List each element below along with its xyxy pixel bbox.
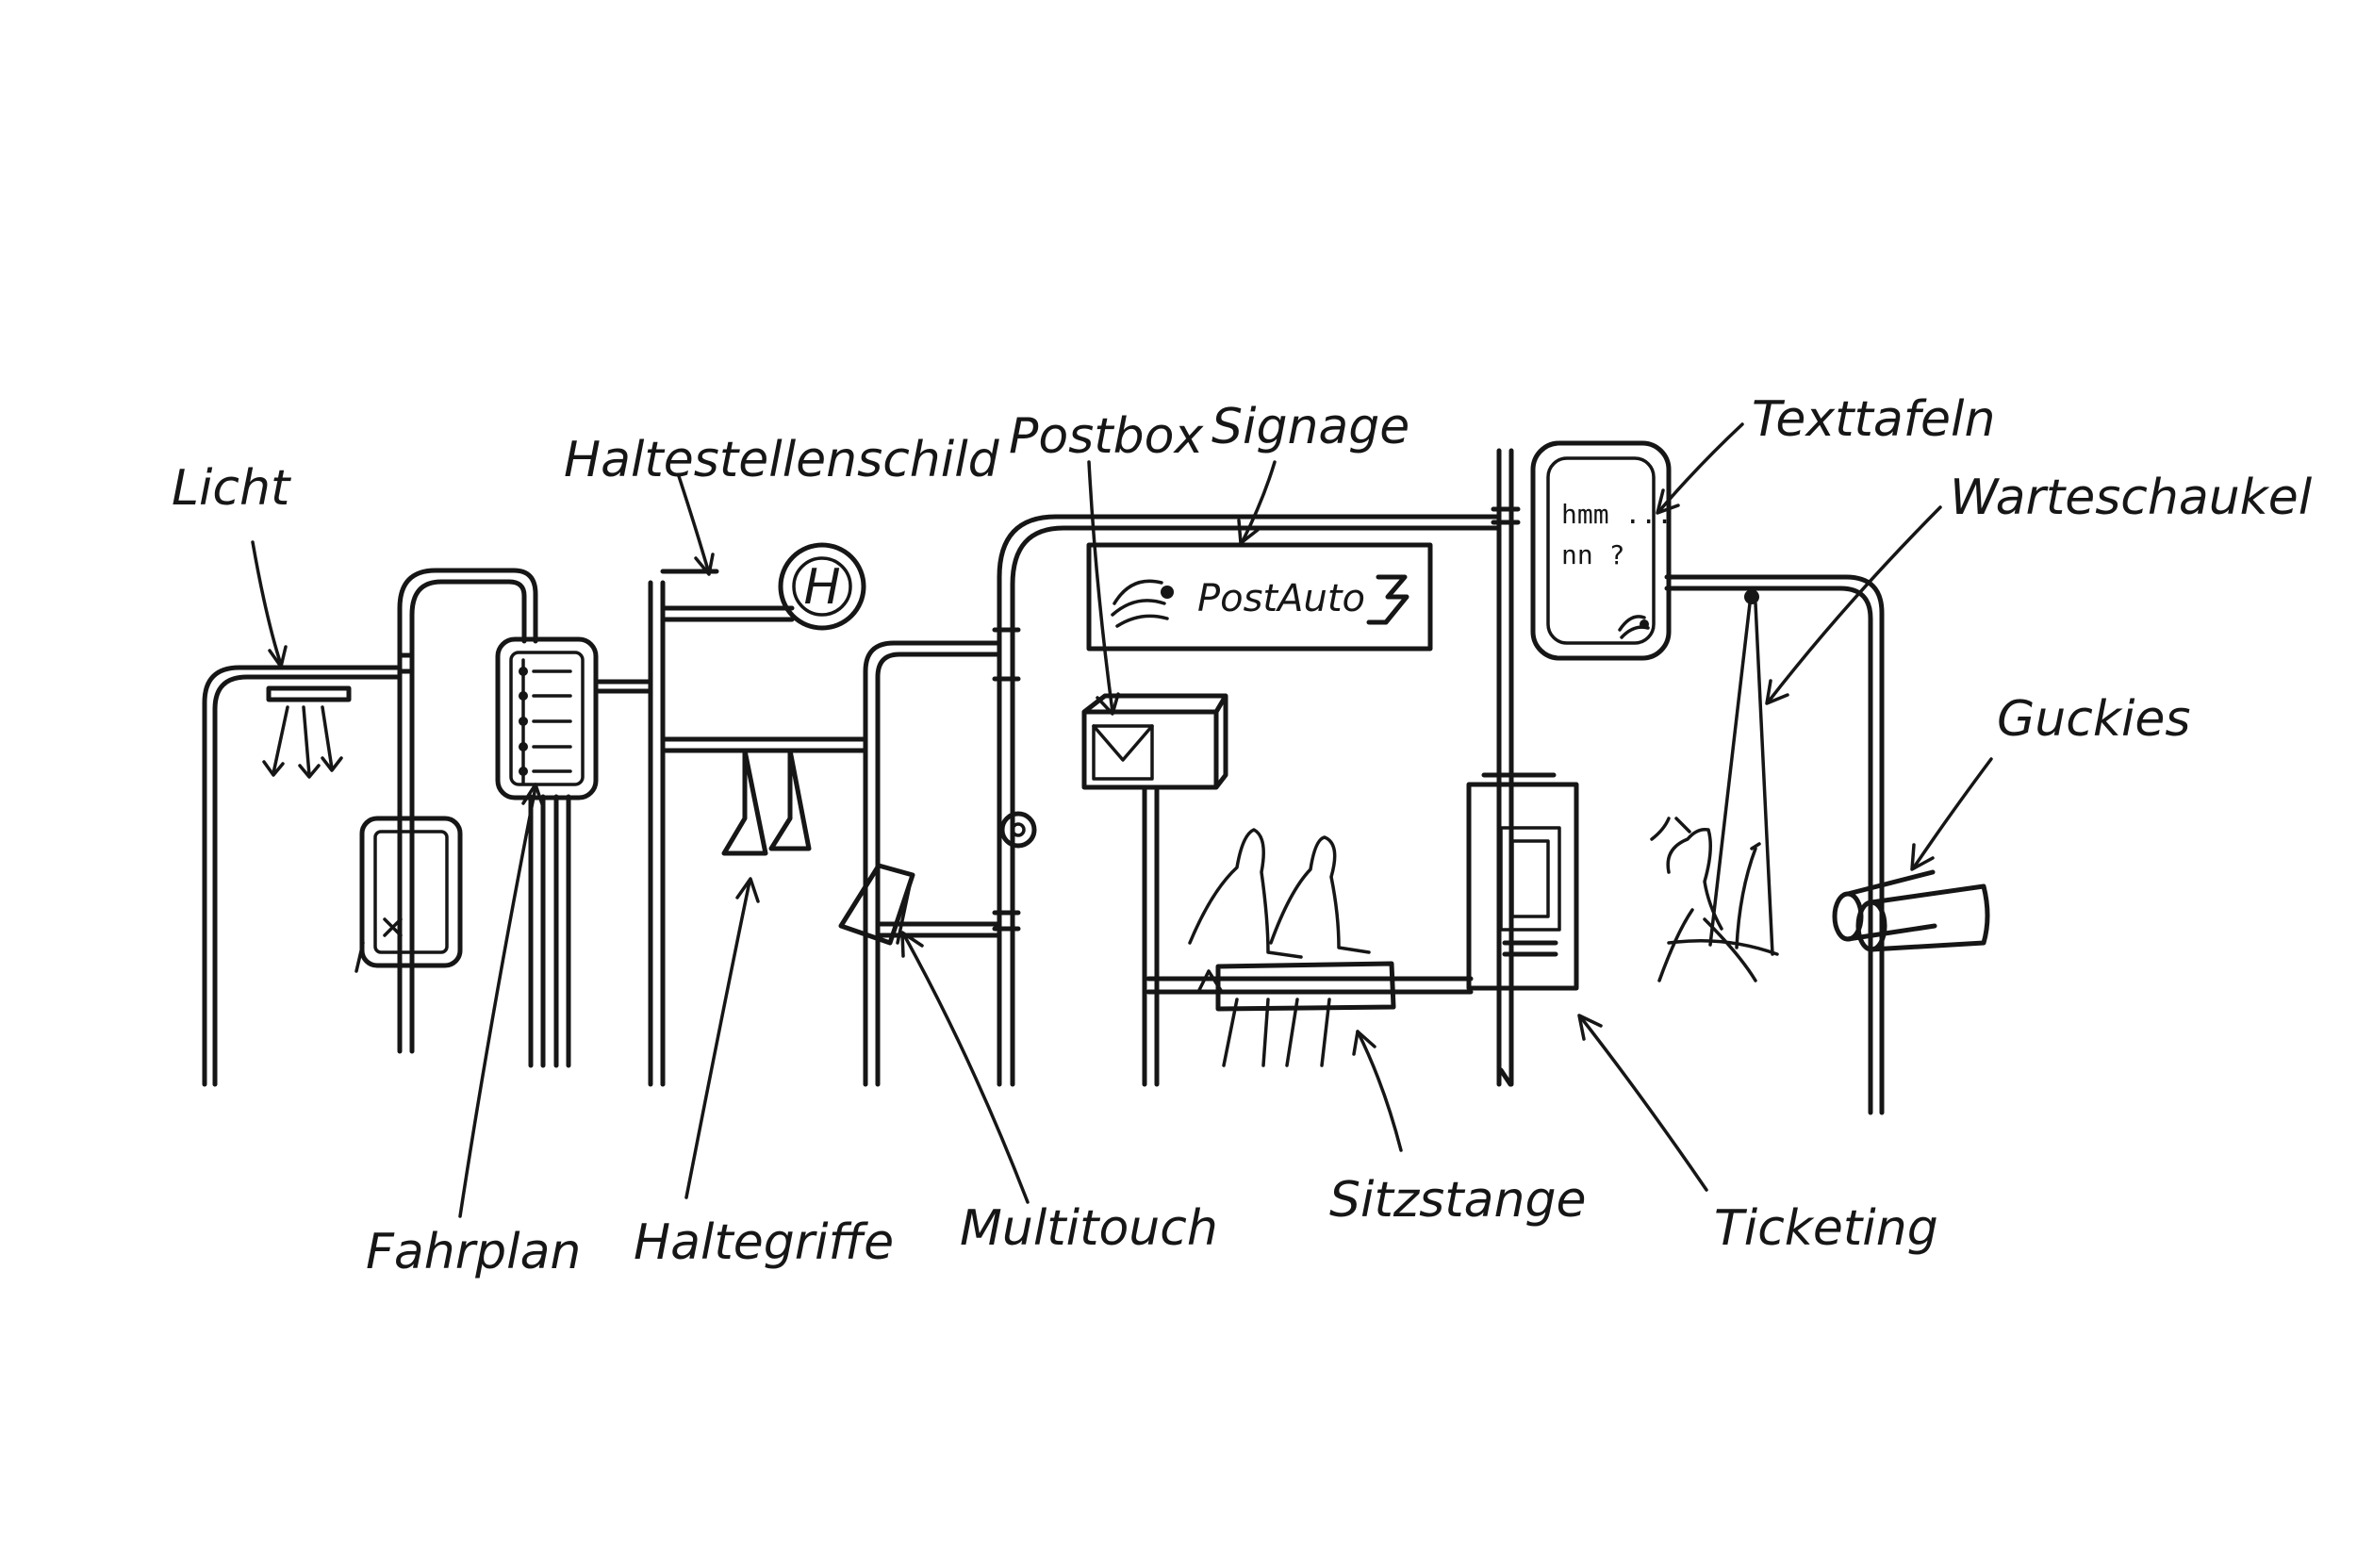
label-ticketing: Ticketing [1714, 1200, 1938, 1257]
label-haltestellenschild: Haltestellenschild [564, 432, 1000, 488]
leader-fahrplan [458, 785, 537, 1218]
label-warteschaukel: Warteschaukel [1950, 470, 2313, 526]
label-guckies: Guckies [1997, 691, 2191, 748]
label-fahrplan: Fahrplan [366, 1224, 581, 1280]
hand-grips [721, 748, 812, 856]
text-panel-screen: hmm ... nn ? [1530, 440, 1673, 661]
callout-labels: Licht Haltestellenschild Postbox Signage… [172, 391, 2313, 1280]
ticketing-machine [1466, 772, 1579, 991]
multitouch-tablet [838, 863, 915, 946]
waiting-swing [1650, 589, 1779, 982]
leader-licht [251, 540, 283, 667]
leader-postbox [1087, 460, 1114, 714]
structure-frame [202, 448, 1885, 1115]
label-postbox: Postbox [1009, 408, 1204, 465]
callout-leaders [251, 422, 1993, 1218]
label-sitzstange: Sitzstange [1329, 1172, 1586, 1229]
leader-texttafeln [1657, 422, 1744, 513]
label-texttafeln: Texttafeln [1752, 391, 1995, 448]
wall-button [999, 811, 1037, 849]
bus-stop-sign: H [778, 542, 866, 631]
leader-multitouch [901, 932, 1030, 1204]
text-panel-line-1: hmm ... [1561, 499, 1673, 530]
signage-panel: PostAuto [1086, 542, 1433, 652]
leader-ticketing [1578, 1015, 1708, 1192]
ceiling-light [262, 685, 352, 779]
guckies-binoculars [1832, 869, 1990, 952]
postbox [1081, 693, 1228, 1087]
leader-warteschaukel [1766, 505, 1942, 704]
leader-signage [1241, 460, 1277, 543]
text-panel-line-2: nn ? [1561, 539, 1624, 570]
seat-bar [1197, 961, 1396, 1012]
leader-guckies [1912, 757, 1993, 869]
stop-sign-letter: H [803, 559, 840, 616]
signage-brand: PostAuto [1197, 577, 1365, 620]
leader-haltegriffe [684, 880, 751, 1199]
leader-haltestellenschild [677, 474, 711, 575]
label-multitouch: Multitouch [960, 1200, 1218, 1257]
leader-sitzstange [1356, 1030, 1403, 1152]
label-signage: Signage [1211, 399, 1409, 455]
waiting-people [1188, 828, 1371, 1067]
small-info-screen [354, 816, 463, 973]
label-licht: Licht [172, 460, 291, 517]
label-haltegriffe: Haltegriffe [634, 1214, 894, 1271]
timetable-board [495, 636, 599, 801]
